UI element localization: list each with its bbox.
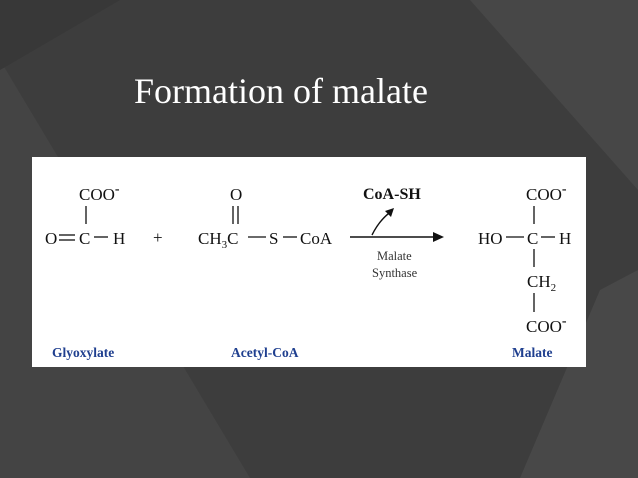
acetyl-coa-coa: CoA [300, 229, 333, 248]
acetyl-coa-ch3c: CH3C [198, 229, 238, 251]
reaction-arrow-group: CoA-SH Malate Synthase [350, 186, 444, 280]
glyoxylate-structure: COO- O C H [45, 182, 125, 248]
glyoxylate-hydrogen: H [113, 229, 125, 248]
glyoxylate-name: Glyoxylate [52, 345, 114, 360]
slide-title: Formation of malate [134, 71, 428, 111]
acetyl-coa-oxygen: O [230, 185, 242, 204]
acetyl-coa-structure: O CH3C S CoA [198, 185, 333, 251]
background-triangle-top-left [0, 0, 120, 70]
enzyme-label-line2: Synthase [372, 266, 418, 280]
glyoxylate-carboxylate: COO- [79, 182, 120, 204]
malate-ch2: CH2 [527, 272, 556, 294]
malate-structure: COO- HO C H CH2 COO- [478, 182, 571, 336]
acetyl-coa-sulfur: S [269, 229, 278, 248]
glyoxylate-carbon: C [79, 229, 90, 248]
malate-name: Malate [512, 345, 552, 360]
background-triangle-bottom-right [520, 270, 638, 478]
enzyme-label-line1: Malate [377, 249, 412, 263]
plus-sign: + [153, 228, 163, 247]
background-triangle-top-right [470, 0, 638, 190]
release-arrowhead [385, 208, 394, 217]
malate-top-carboxylate: COO- [526, 182, 567, 204]
malate-bottom-carboxylate: COO- [526, 314, 567, 336]
reaction-panel: COO- O C H + O CH3C S CoA CoA-SH [32, 157, 586, 367]
reaction-arrowhead [433, 232, 444, 242]
acetyl-coa-name: Acetyl-CoA [231, 345, 299, 360]
reaction-diagram: COO- O C H + O CH3C S CoA CoA-SH [45, 182, 571, 360]
malate-hydroxyl: HO [478, 229, 503, 248]
malate-carbon: C [527, 229, 538, 248]
released-coa-sh: CoA-SH [363, 186, 421, 203]
malate-hydrogen: H [559, 229, 571, 248]
glyoxylate-oxygen: O [45, 229, 57, 248]
